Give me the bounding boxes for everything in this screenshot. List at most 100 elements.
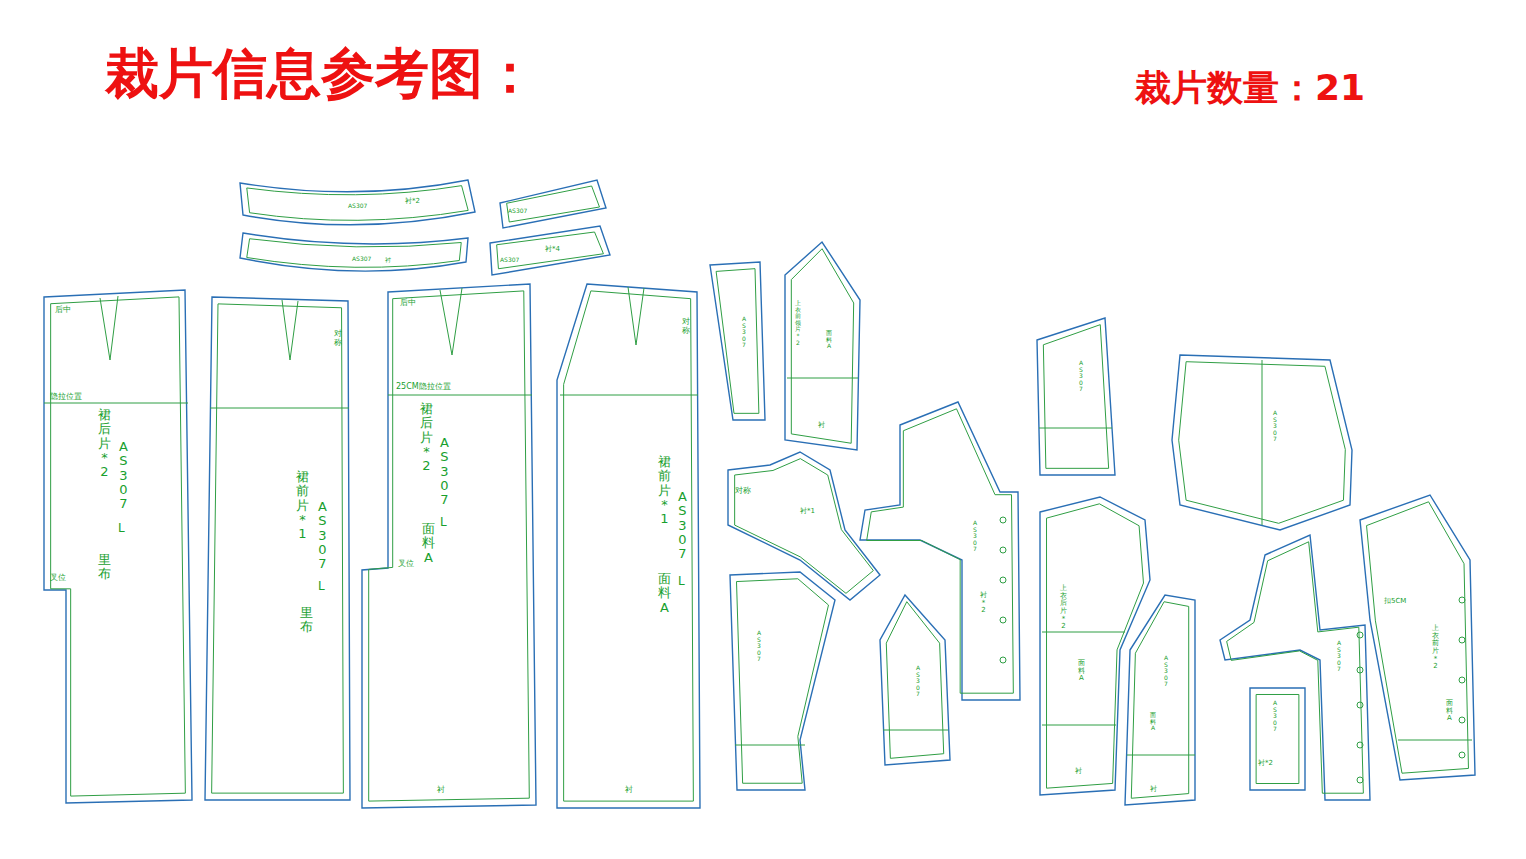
piece-label: 上衣前领片*2 xyxy=(795,300,801,346)
piece-label: 衬 xyxy=(625,786,633,795)
piece-label: 面料A xyxy=(826,330,832,350)
piece-outline xyxy=(706,258,769,424)
cut-line xyxy=(1037,318,1115,475)
seam-line xyxy=(497,232,604,269)
cut-line xyxy=(1040,497,1150,795)
piece-label: 面料A xyxy=(1150,712,1156,732)
seam-line xyxy=(1043,325,1108,469)
piece-label: AS307 xyxy=(438,436,451,507)
cut-line xyxy=(240,233,468,271)
inner-line xyxy=(1262,360,1263,525)
pattern-piece: AS307 xyxy=(497,176,610,232)
piece-label: 对称 xyxy=(334,330,342,348)
button-mark xyxy=(1459,637,1465,643)
pattern-piece: AS307 衬*2 xyxy=(1246,684,1309,794)
seam-line xyxy=(1367,502,1469,773)
seam-line xyxy=(564,291,694,801)
seam-line xyxy=(1131,602,1188,799)
seam-line xyxy=(247,186,468,221)
piece-label: 面料A xyxy=(658,572,671,615)
inner-line xyxy=(1039,428,1112,429)
piece-label: 叉位 xyxy=(398,560,414,569)
cut-line xyxy=(1220,535,1370,800)
piece-label: 衬*2 xyxy=(405,198,420,206)
piece-label: AS307 xyxy=(1272,700,1278,733)
piece-label: AS307 xyxy=(508,208,527,215)
piece-label: AS307 xyxy=(915,665,921,698)
piece-outline xyxy=(1121,591,1199,809)
button-mark xyxy=(1459,717,1465,723)
cut-line xyxy=(44,290,192,803)
pattern-piece: 对称裙前片*1 AS307L 里布 xyxy=(201,293,354,804)
seam-line xyxy=(51,297,186,796)
piece-outline xyxy=(358,280,540,812)
button-mark xyxy=(1000,517,1006,523)
cut-line xyxy=(1172,355,1352,530)
piece-label: 扣5CM xyxy=(1384,598,1406,606)
piece-label: AS307 xyxy=(1272,410,1278,443)
pattern-piece: AS307 xyxy=(1033,314,1119,479)
piece-label: AS307 xyxy=(756,630,762,663)
piece-label: 裙后片*2 xyxy=(98,408,111,479)
piece-label: 衬 xyxy=(385,257,391,264)
inner-line xyxy=(628,287,644,345)
seam-line xyxy=(369,291,530,801)
piece-label: 衬*2 xyxy=(1258,760,1273,768)
inner-line xyxy=(100,296,118,360)
cut-line xyxy=(1125,595,1195,805)
piece-label: 后中 xyxy=(400,299,416,308)
piece-label: 里布 xyxy=(300,606,313,635)
pattern-piece: AS307 xyxy=(726,568,839,794)
pattern-piece: 后中隐拉位置裙后片*2AS307L里布叉位 xyxy=(40,286,196,806)
button-mark xyxy=(1357,777,1363,783)
seam-line xyxy=(507,186,600,222)
piece-label: 衬*2 xyxy=(980,592,987,615)
cut-line xyxy=(362,284,536,808)
inner-line xyxy=(388,395,532,396)
piece-outline xyxy=(1036,493,1154,799)
pattern-piece: AS307 xyxy=(706,258,769,424)
piece-label: 面料A xyxy=(422,522,435,565)
cut-line xyxy=(728,452,880,600)
seam-line xyxy=(1227,542,1364,793)
title: 裁片信息参考图： xyxy=(105,38,537,111)
button-mark xyxy=(1459,677,1465,683)
piece-label: 叉位 xyxy=(50,574,66,583)
piece-label: AS307 xyxy=(117,440,130,511)
inner-line xyxy=(1398,740,1472,741)
seam-line xyxy=(737,579,829,783)
cut-line xyxy=(490,226,610,275)
cut-line xyxy=(500,180,606,228)
piece-label: AS307 xyxy=(316,500,329,571)
seam-line xyxy=(716,269,759,414)
button-mark xyxy=(1357,702,1363,708)
button-mark xyxy=(1459,597,1465,603)
button-mark xyxy=(1357,667,1363,673)
pattern-piece: 上衣后片*2面料A衬 xyxy=(1036,493,1154,799)
pattern-piece: 上衣前领片*2面料A衬 xyxy=(781,238,864,454)
inner-line xyxy=(1127,755,1195,756)
cut-line xyxy=(1360,495,1475,780)
piece-outline xyxy=(1216,531,1374,804)
seam-line xyxy=(212,304,344,793)
piece-label: L xyxy=(318,580,325,593)
piece-label: 裙前片*1 xyxy=(658,455,671,526)
piece-label: 裙前片*1 xyxy=(296,470,309,541)
piece-label: AS307 xyxy=(1163,655,1169,688)
piece-label: 衬*1 xyxy=(800,508,815,516)
inner-line xyxy=(282,300,298,360)
piece-label: 裙后片*2 xyxy=(420,402,433,473)
piece-label: AS307 xyxy=(500,257,519,264)
piece-count: 裁片数量：21 xyxy=(1135,64,1365,113)
piece-outline xyxy=(40,286,196,806)
piece-label: AS307 xyxy=(1078,360,1084,393)
cut-line xyxy=(785,242,860,450)
pattern-piece: 对称裙前片*1AS307L面料A衬 xyxy=(553,280,704,812)
piece-label: 后中 xyxy=(55,306,71,315)
button-mark xyxy=(1000,657,1006,663)
piece-outline xyxy=(1246,684,1309,794)
button-mark xyxy=(1459,752,1465,758)
piece-label: 上衣前片*2 xyxy=(1432,625,1439,671)
piece-label: 隐拉位置 xyxy=(50,393,82,402)
piece-outline xyxy=(726,568,839,794)
